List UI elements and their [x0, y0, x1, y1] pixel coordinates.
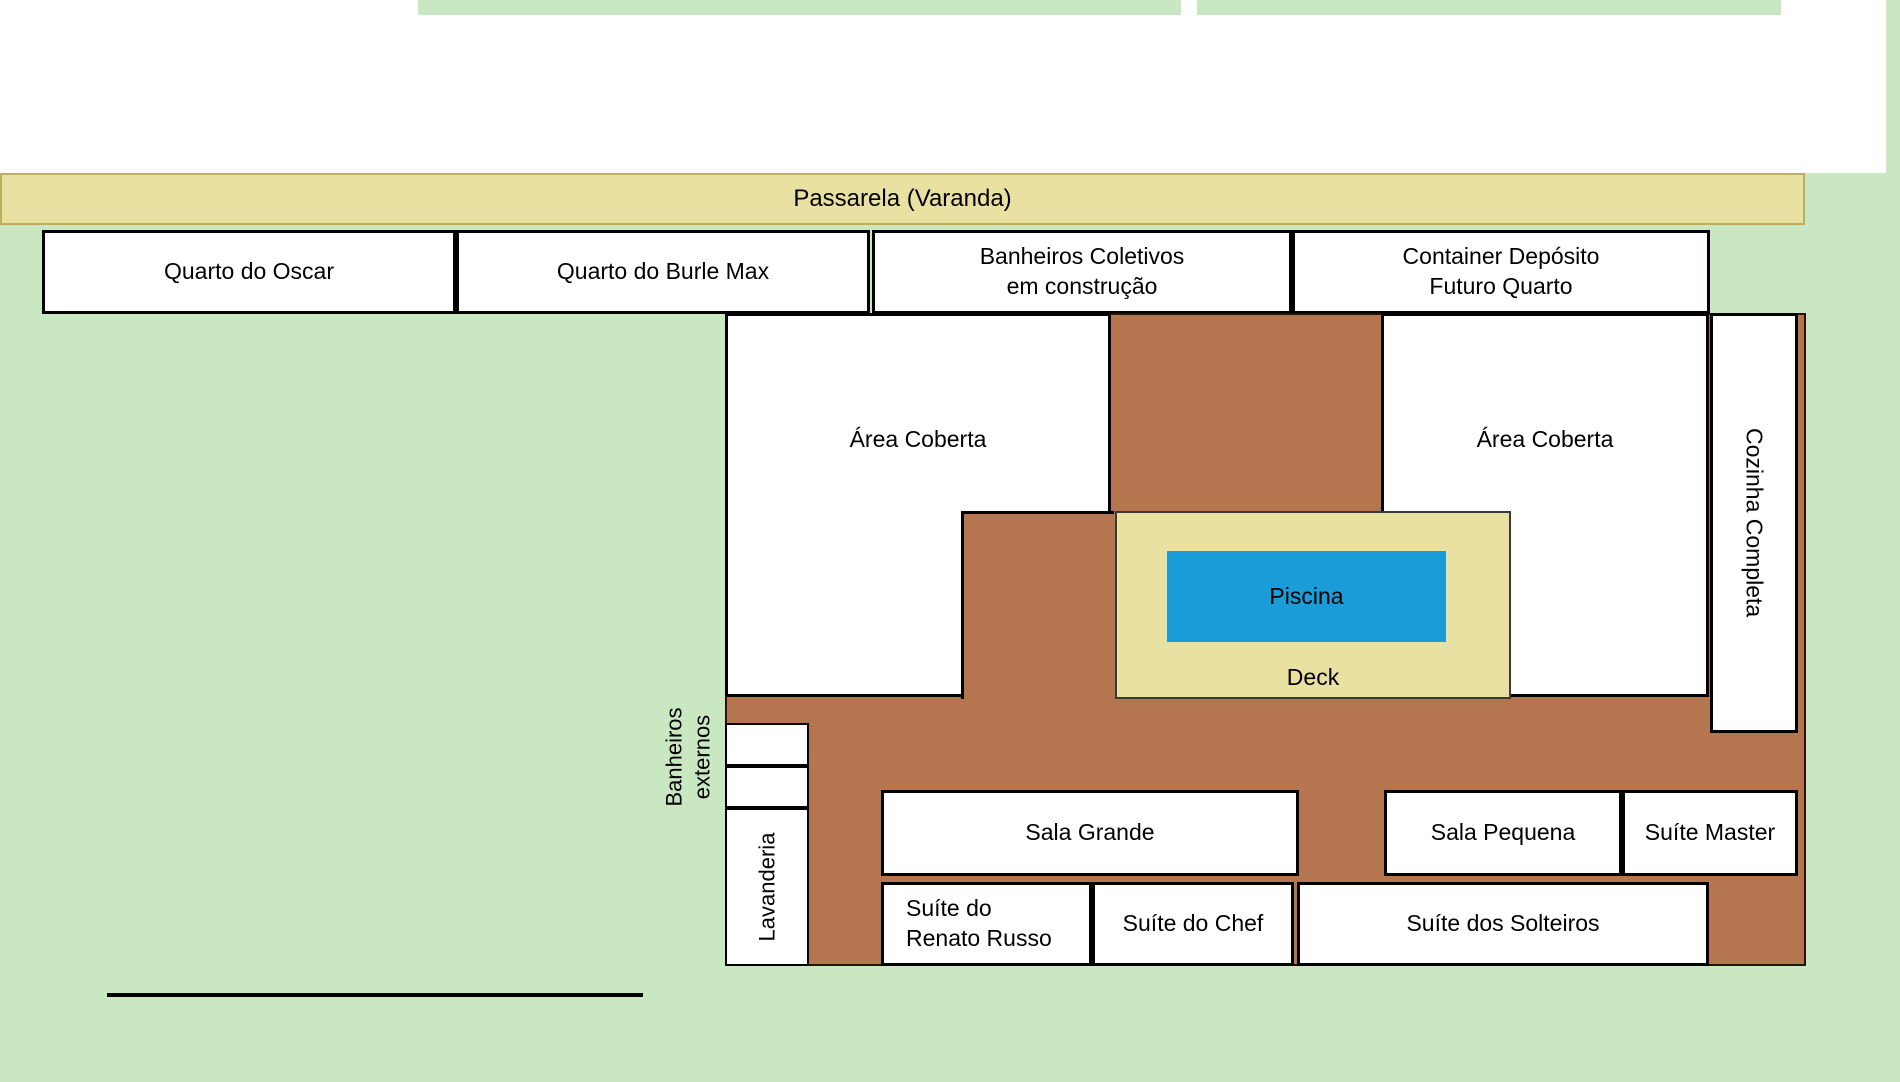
lawn-strip-top-right: [1197, 0, 1781, 15]
room-lavanderia: Lavanderia: [725, 808, 809, 966]
banheiros-externos-text: Banheiros externos: [661, 707, 716, 806]
area-coberta-left-label: Área Coberta: [849, 426, 987, 452]
label-line1: Banheiros: [661, 707, 687, 807]
room-suite-do-chef: Suíte do Chef: [1092, 882, 1294, 966]
room-sala-grande: Sala Grande: [881, 790, 1299, 876]
passarela-varanda: Passarela (Varanda): [0, 173, 1805, 225]
room-label: Quarto do Burle Max: [556, 258, 770, 285]
deck-label: Deck: [1286, 664, 1340, 690]
room-cozinha-completa: Cozinha Completa: [1710, 313, 1798, 733]
room-suite-renato-russo: Suíte do Renato Russo: [881, 882, 1092, 966]
room-suite-dos-solteiros: Suíte dos Solteiros: [1297, 882, 1709, 966]
terrace-notch: [961, 511, 1114, 699]
room-container-deposito: Container Depósito Futuro Quarto: [1292, 230, 1710, 314]
room-suite-master: Suíte Master: [1622, 790, 1798, 876]
external-bathroom-box-1: [725, 723, 809, 766]
room-label: Suíte do Chef: [1122, 910, 1264, 937]
boundary-line-2: [279, 993, 643, 997]
room-label: Sala Pequena: [1430, 819, 1576, 846]
piscina-label: Piscina: [1269, 583, 1344, 609]
label-line2: externos: [689, 714, 714, 800]
lawn-strip-top-left: [418, 0, 1181, 15]
room-label-line1: Banheiros Coletivos: [979, 243, 1185, 270]
room-label-line1: Container Depósito: [1402, 243, 1600, 270]
room-label: Sala Grande: [1025, 819, 1155, 846]
room-quarto-do-oscar: Quarto do Oscar: [42, 230, 456, 314]
room-label-line2: Futuro Quarto: [1429, 273, 1573, 299]
passarela-label: Passarela (Varanda): [793, 185, 1012, 212]
external-bathroom-box-2: [725, 766, 809, 808]
deck: Piscina Deck: [1115, 511, 1511, 699]
piscina: Piscina: [1167, 551, 1446, 642]
room-label-line1: Suíte do: [906, 895, 992, 922]
area-coberta-right-label: Área Coberta: [1476, 426, 1614, 452]
room-label: Suíte dos Solteiros: [1406, 910, 1600, 937]
room-label: Suíte Master: [1644, 819, 1776, 846]
room-label-line2: em construção: [1006, 273, 1158, 299]
room-label: Cozinha Completa: [1741, 428, 1768, 618]
room-banheiros-coletivos: Banheiros Coletivos em construção: [872, 230, 1292, 314]
lawn-right-of-passarela: [1805, 173, 1900, 225]
room-label-line2: Renato Russo: [906, 925, 1052, 951]
room-quarto-do-burle-max: Quarto do Burle Max: [456, 230, 870, 314]
room-label: Lavanderia: [754, 832, 780, 942]
room-sala-pequena: Sala Pequena: [1384, 790, 1622, 876]
room-label: Quarto do Oscar: [163, 258, 335, 285]
boundary-line-1: [107, 993, 279, 997]
lawn-sliver-right-edge: [1886, 0, 1900, 175]
